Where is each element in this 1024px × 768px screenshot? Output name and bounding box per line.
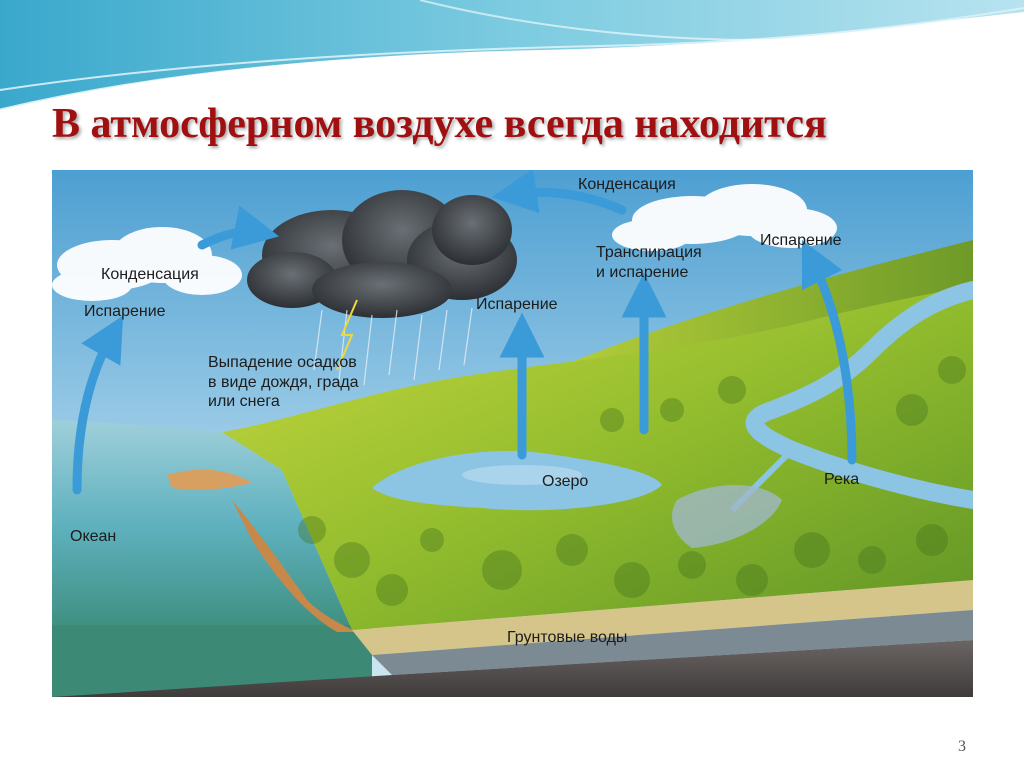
label-precipitation-1: Выпадение осадков bbox=[208, 354, 357, 371]
label-ocean: Океан bbox=[70, 528, 117, 545]
cycle-arrows bbox=[72, 170, 857, 495]
water-cycle-diagram: Конденсация Испарение Выпадение осадков … bbox=[52, 170, 973, 697]
label-river: Река bbox=[824, 471, 860, 488]
ocean bbox=[52, 420, 352, 630]
land bbox=[222, 285, 973, 630]
forest-texture bbox=[298, 356, 966, 606]
label-precipitation-2: в виде дождя, града bbox=[208, 374, 359, 391]
evaporation-arrow-ocean bbox=[72, 315, 124, 495]
lightning bbox=[336, 299, 358, 371]
label-precipitation-3: или снега bbox=[208, 393, 280, 410]
label-lake: Озеро bbox=[542, 473, 589, 490]
slide-number: 3 bbox=[958, 738, 966, 755]
label-condensation-top: Конденсация bbox=[578, 176, 676, 193]
wetland bbox=[672, 485, 782, 548]
storm-cloud bbox=[247, 190, 517, 318]
header-wave-decoration bbox=[0, 0, 1024, 112]
rain bbox=[313, 307, 473, 386]
label-evaporation-center: Испарение bbox=[476, 296, 558, 313]
groundwater-layer bbox=[352, 580, 973, 655]
label-groundwater: Грунтовые воды bbox=[507, 629, 628, 646]
cloud-left bbox=[52, 227, 242, 301]
label-transpiration-1: Транспирация bbox=[596, 244, 702, 261]
label-condensation-left: Конденсация bbox=[101, 266, 199, 283]
condensation-arrow-left bbox=[197, 205, 280, 250]
water-cycle-illustration bbox=[52, 170, 973, 697]
beach bbox=[167, 469, 252, 490]
label-evaporation-right: Испарение bbox=[760, 232, 842, 249]
evaporation-arrow-river bbox=[801, 239, 857, 465]
label-transpiration-2: и испарение bbox=[596, 264, 689, 281]
cloud-top bbox=[612, 184, 837, 251]
bedrock bbox=[52, 640, 973, 697]
slide-title: В атмосферном воздухе всегда находится bbox=[52, 101, 827, 147]
label-evaporation-left: Испарение bbox=[84, 303, 166, 320]
condensation-arrow-top bbox=[491, 170, 627, 215]
river-water bbox=[745, 281, 973, 509]
